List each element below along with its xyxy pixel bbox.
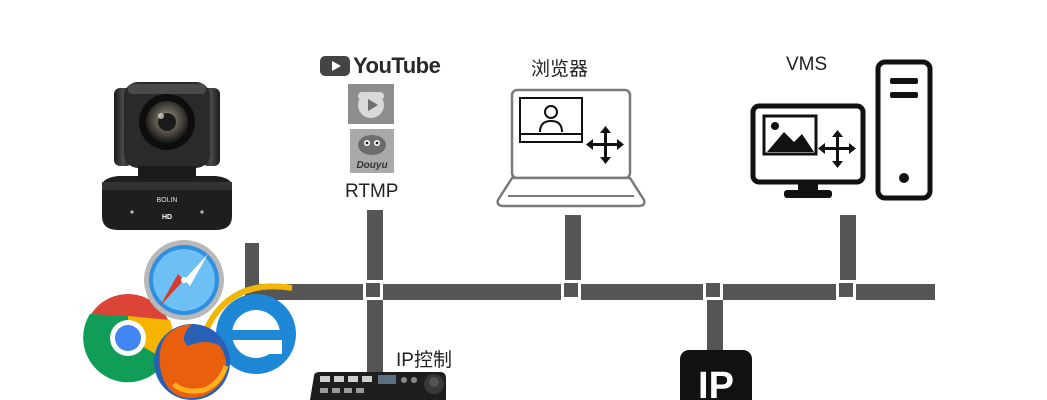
ip-badge-text: IP — [698, 365, 734, 400]
vms-label: VMS — [786, 54, 828, 75]
ip-control-drop-line — [367, 300, 383, 372]
ptz-move-arrows-icon — [818, 130, 856, 168]
desktop-computer-icon — [750, 58, 936, 204]
junction-browser — [561, 280, 581, 300]
camera-hd-text: HD — [162, 214, 172, 221]
ip-drop-line — [707, 300, 723, 352]
ptz-move-arrows-icon — [586, 126, 624, 164]
youtube-logo-text: YouTube — [353, 53, 441, 78]
rtmp-label: RTMP — [345, 181, 399, 202]
internet-explorer-icon — [203, 283, 296, 374]
junction-vms — [836, 280, 856, 300]
browser-logos-icon — [80, 238, 296, 400]
camera-drop-line — [245, 243, 259, 293]
youtube-logo-icon: YouTube — [320, 53, 441, 79]
browser-drop-line — [565, 215, 581, 290]
camera-brand-text: BOLIN — [156, 197, 177, 204]
junction-ip — [703, 280, 723, 300]
junction-rtmp — [363, 280, 383, 300]
chrome-icon — [83, 294, 174, 383]
rtmp-drop-line — [367, 210, 383, 290]
ip-network-icon: IP — [680, 350, 752, 400]
ip-control-label: IP控制 — [396, 350, 452, 371]
ptz-keyboard-controller-icon — [308, 368, 448, 400]
live-streaming-app-icon — [348, 84, 394, 124]
douyu-logo-text: Douyu — [356, 160, 387, 171]
firefox-icon — [154, 324, 230, 400]
vms-drop-line — [840, 215, 856, 290]
douyu-logo-icon: Douyu — [350, 129, 394, 173]
network-backbone — [245, 284, 935, 300]
browser-label: 浏览器 — [531, 59, 589, 80]
safari-icon — [144, 240, 224, 320]
ptz-camera-icon: BOLIN HD — [98, 78, 236, 232]
laptop-icon — [496, 88, 646, 212]
